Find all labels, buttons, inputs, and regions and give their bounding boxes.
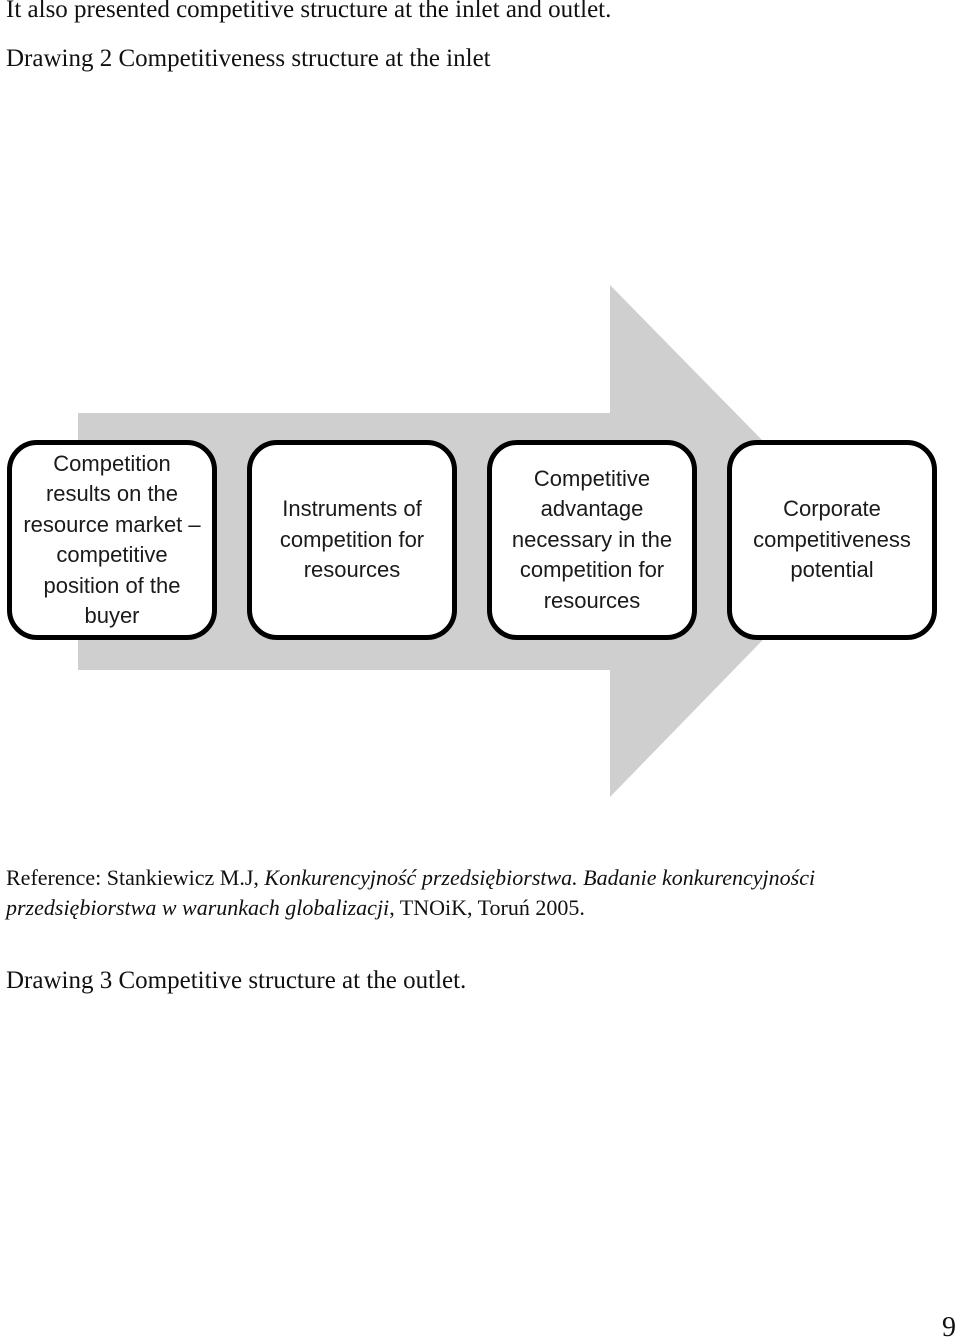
intro-text: It also presented competitive structure …	[6, 0, 612, 23]
box-label: Competition results on the resource mark…	[23, 450, 201, 629]
reference-prefix: Reference: Stankiewicz M.J,	[6, 865, 265, 890]
drawing-2-caption: Drawing 2 Competitiveness structure at t…	[6, 45, 491, 72]
box-instruments-of-competition: Instruments of competition for resources	[247, 440, 457, 640]
arrow-shape	[78, 285, 860, 797]
box-label: Competitive advantage necessary in the c…	[511, 465, 673, 613]
box-competitive-advantage: Competitive advantage necessary in the c…	[487, 440, 697, 640]
box-competition-results: Competition results on the resource mark…	[7, 440, 217, 640]
reference-suffix: , TNOiK, Toruń 2005.	[389, 895, 585, 920]
reference-note: Reference: Stankiewicz M.J, Konkurencyjn…	[6, 863, 956, 923]
drawing-3-caption: Drawing 3 Competitive structure at the o…	[6, 967, 467, 994]
reference-title: Konkurencyjność przedsiębiorstwa. Badani…	[6, 865, 816, 920]
box-label: Corporate competitiveness potential	[753, 496, 911, 583]
box-corporate-competitiveness-potential: Corporate competitiveness potential	[727, 440, 937, 640]
page-number: 9	[942, 1312, 956, 1343]
competitiveness-diagram: Competition results on the resource mark…	[0, 280, 960, 800]
box-label: Instruments of competition for resources	[279, 496, 425, 583]
